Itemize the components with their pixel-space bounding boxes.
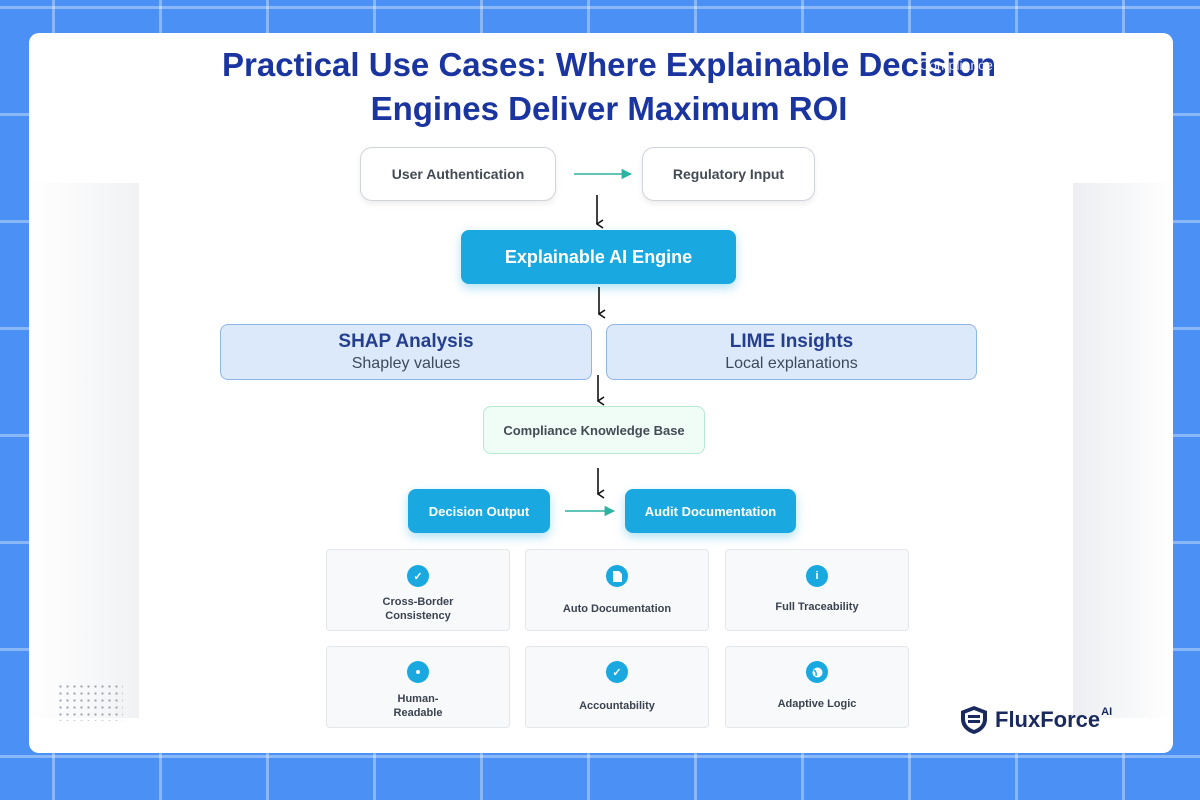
info-icon: i — [806, 565, 828, 587]
node-label: Compliance Knowledge Base — [503, 422, 685, 438]
feature-label: Auto Documentation — [562, 603, 672, 615]
node-subtitle: Local explanations — [725, 355, 858, 372]
node-label: User Authentication — [391, 166, 525, 182]
feature-card-adaptive-logic: Adaptive Logic — [725, 646, 909, 728]
brand-logo: FluxForce AI — [959, 705, 1112, 735]
shield-logo-icon — [961, 706, 987, 734]
flow-arrows — [565, 168, 633, 517]
node-label: Explainable AI Engine — [504, 246, 693, 267]
right-shadow-panel — [1073, 183, 1173, 718]
feature-card-full-traceability: i Full Traceability — [725, 549, 909, 631]
left-shadow-panel — [29, 183, 139, 718]
node-user-authentication: User Authentication — [360, 147, 556, 201]
node-shap-analysis: SHAP Analysis Shapley values — [220, 324, 592, 380]
node-compliance-knowledge-base: Compliance Knowledge Base — [483, 406, 705, 454]
decorative-dot-grid — [57, 683, 123, 721]
node-explainable-ai-engine: Explainable AI Engine — [461, 230, 736, 284]
check-circle-icon: ✓ — [407, 565, 429, 587]
node-label: Decision Output — [428, 503, 530, 519]
feature-card-cross-border: ✓ Cross-Border Consistency — [326, 549, 510, 631]
node-title: SHAP Analysis — [338, 331, 474, 352]
feature-card-auto-documentation: Auto Documentation — [525, 549, 709, 631]
node-title: LIME Insights — [729, 331, 854, 352]
feature-label: Adaptive Logic — [777, 698, 857, 710]
feature-label: Human-Readable — [393, 693, 443, 719]
infographic-card: Practical Use Cases: Where Explainable D… — [29, 33, 1173, 753]
logo-name: FluxForce — [995, 707, 1101, 732]
node-label: Regulatory Input — [672, 166, 785, 182]
node-subtitle: Shapley values — [351, 355, 461, 372]
document-icon — [606, 565, 628, 587]
node-regulatory-input: Regulatory Input — [642, 147, 815, 201]
faint-watermark-text: Compliance — [919, 57, 993, 73]
node-audit-documentation: Audit Documentation — [625, 489, 796, 533]
logo-suffix: AI — [1101, 706, 1113, 718]
dot-icon — [407, 661, 429, 683]
node-label: Audit Documentation — [644, 503, 777, 519]
feature-label: Accountability — [579, 700, 655, 712]
globe-icon — [806, 661, 828, 683]
page-title: Practical Use Cases: Where Explainable D… — [221, 46, 996, 127]
feature-card-accountability: ✓ Accountability — [525, 646, 709, 728]
node-lime-insights: LIME Insights Local explanations — [606, 324, 977, 380]
feature-label: Cross-Border Consistency — [382, 596, 454, 622]
feature-card-human-readable: Human-Readable — [326, 646, 510, 728]
node-decision-output: Decision Output — [408, 489, 550, 533]
feature-label: Full Traceability — [775, 601, 859, 613]
checkmark-icon: ✓ — [606, 661, 628, 683]
